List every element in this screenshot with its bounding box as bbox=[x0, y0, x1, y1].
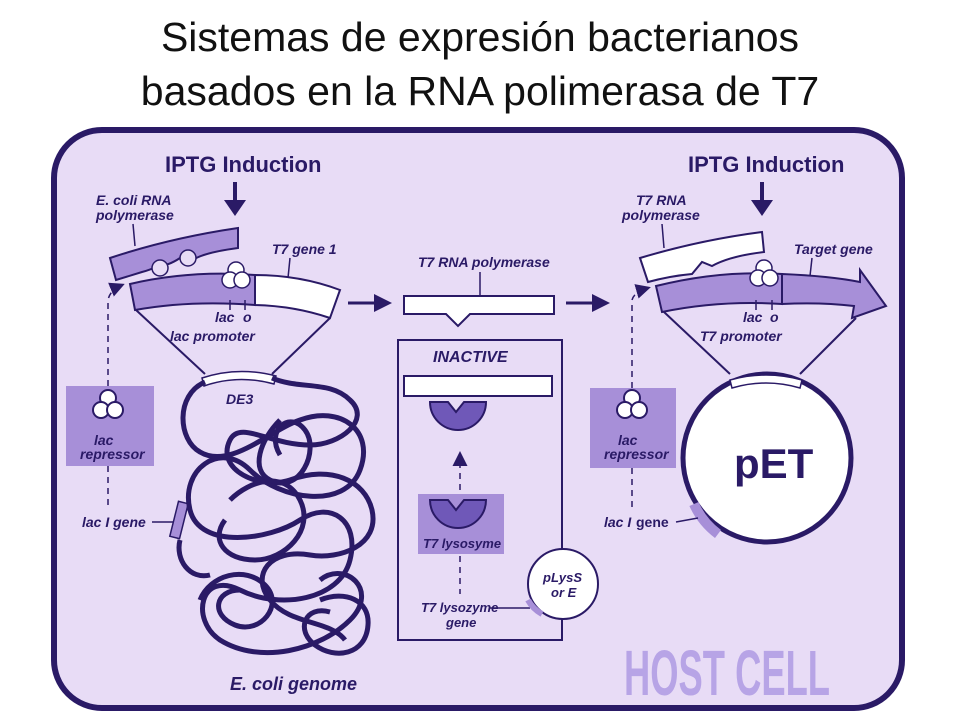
left-laci-gene-segment bbox=[168, 500, 190, 540]
ecoli-genome-label: E. coli genome bbox=[230, 674, 357, 694]
de3-segment bbox=[201, 370, 277, 387]
left-repressor-binding-line bbox=[107, 282, 125, 386]
pet-label: pET bbox=[734, 440, 814, 487]
ecoli-rnap-notch bbox=[179, 249, 197, 267]
t7-rnap-middle-label: T7 RNA polymerase bbox=[418, 254, 550, 270]
right-t7-rna-polymerase-shape bbox=[638, 230, 766, 284]
host-cell-label: HOST CELL bbox=[624, 637, 830, 709]
left-iptg-induction-label: IPTG Induction bbox=[165, 152, 321, 177]
ecoli-genome-tangle bbox=[176, 375, 376, 656]
t7-gene1-segment bbox=[254, 273, 342, 320]
ecoli-rnap-pointer bbox=[132, 223, 136, 247]
left-lac-label: lac bbox=[215, 309, 235, 325]
lac-promoter-label: lac promoter bbox=[170, 328, 256, 344]
right-laci-gene-label-b: gene bbox=[636, 514, 669, 530]
ecoli-rnap-label-1: E. coli RNA bbox=[96, 192, 171, 208]
plyss-label-1: pLysS bbox=[542, 570, 582, 585]
right-repressor-label-1: lac bbox=[618, 432, 638, 448]
de3-label: DE3 bbox=[226, 391, 253, 407]
ecoli-rnap-notch bbox=[151, 259, 169, 277]
right-laci-gene-pointer bbox=[675, 517, 699, 523]
right-lac-operator-subunit bbox=[761, 269, 779, 287]
right-induction-arrow-head bbox=[751, 200, 773, 216]
repressor-subunit bbox=[106, 401, 124, 419]
plyss-label-2: or E bbox=[551, 585, 577, 600]
left-zoom-line-right bbox=[271, 317, 331, 375]
inactive-label: INACTIVE bbox=[433, 349, 509, 366]
right-zoom-line-left bbox=[663, 311, 731, 375]
target-gene-label: Target gene bbox=[794, 241, 873, 257]
right-o-label: o bbox=[770, 309, 779, 325]
plyss-gene-segment bbox=[525, 598, 544, 617]
title-line-1: Sistemas de expresión bacterianos bbox=[160, 14, 800, 60]
right-repressor-label-2: repressor bbox=[604, 446, 670, 462]
right-iptg-induction-label: IPTG Induction bbox=[688, 152, 844, 177]
title-line-2: basados en la RNA polimerasa de T7 bbox=[140, 68, 820, 114]
target-gene-pointer bbox=[809, 257, 813, 277]
arrow-middle-to-right-head bbox=[592, 294, 610, 312]
right-repressor-binding-line bbox=[631, 284, 651, 388]
right-zoom-line-right bbox=[799, 317, 857, 375]
right-laci-gene-label-a: lac I bbox=[604, 514, 632, 530]
left-repressor-label-2: repressor bbox=[80, 446, 146, 462]
pet-insert-segment bbox=[729, 374, 803, 389]
left-o-label: o bbox=[243, 309, 252, 325]
lysozyme-gene-label-2: gene bbox=[445, 615, 476, 630]
lac-operator-subunit bbox=[233, 271, 251, 289]
arrow-left-to-middle-head bbox=[374, 294, 392, 312]
left-induction-arrow-head bbox=[224, 200, 246, 216]
plyss-plasmid bbox=[527, 548, 599, 620]
t7-lysosyme-label: T7 lysosyme bbox=[423, 536, 501, 551]
right-t7-rnap-label-1: T7 RNA bbox=[636, 192, 687, 208]
right-t7-rnap-pointer bbox=[661, 223, 665, 249]
t7-gene1-label: T7 gene 1 bbox=[272, 241, 337, 257]
left-zoom-line-left bbox=[135, 309, 206, 375]
right-repressor-subunit bbox=[630, 401, 648, 419]
ecoli-rnap-label-2: polymerase bbox=[95, 207, 174, 223]
right-lac-label: lac bbox=[743, 309, 763, 325]
pet-laci-segment bbox=[689, 501, 722, 538]
target-gene-arrow bbox=[781, 266, 888, 320]
lysozyme-gene-label-1: T7 lysozyme bbox=[421, 600, 498, 615]
t7-rna-polymerase-shape bbox=[403, 295, 555, 328]
t7-promoter-label: T7 promoter bbox=[700, 328, 783, 344]
t7-lysosyme-shape bbox=[428, 499, 488, 529]
inactive-lysosyme-shape bbox=[428, 401, 488, 431]
left-laci-gene-label: lac I gene bbox=[82, 514, 146, 530]
inactive-t7-rnap-shape bbox=[403, 375, 553, 397]
t7-gene1-pointer bbox=[287, 257, 291, 279]
pet-plasmid bbox=[680, 371, 854, 545]
left-repressor-label-1: lac bbox=[94, 432, 114, 448]
right-t7-rnap-label-2: polymerase bbox=[621, 207, 700, 223]
